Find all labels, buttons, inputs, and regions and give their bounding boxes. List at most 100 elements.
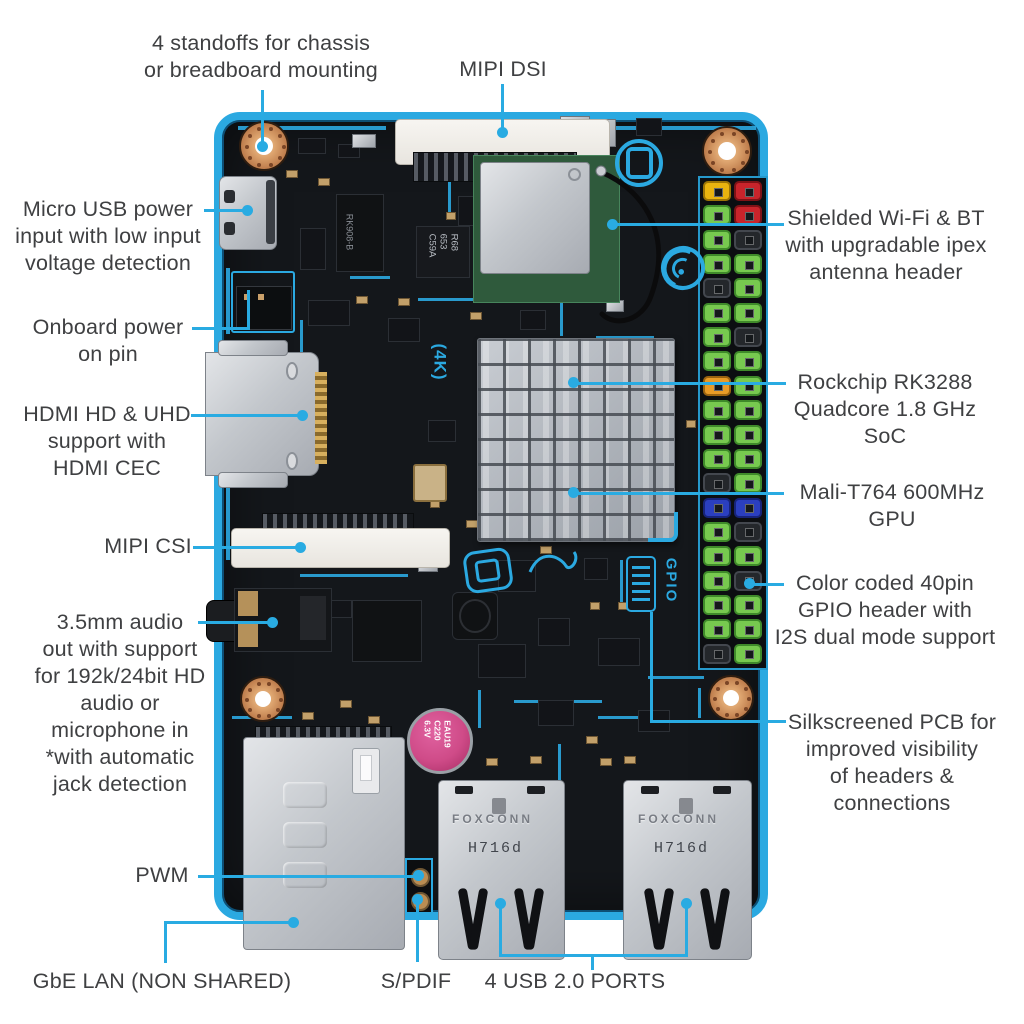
gpio-pin-green <box>734 375 762 396</box>
audio-jack-contact <box>238 622 258 647</box>
usb-model-left: H716d <box>468 840 524 857</box>
leader-wifi <box>612 223 784 226</box>
crystal-oscillator <box>413 464 447 502</box>
smd-passive <box>368 716 380 724</box>
smd-passive <box>530 756 542 764</box>
label-silkscreen: Silkscreened PCB for improved visibility… <box>787 710 997 815</box>
leader-gbe-h <box>164 921 294 924</box>
gpio-pin-green <box>703 400 731 421</box>
label-audio: 3.5mm audio out with support for 192k/24… <box>34 610 206 796</box>
usb-slot <box>641 786 659 794</box>
usb-slot <box>527 786 545 794</box>
silkscreen-trace <box>620 560 623 606</box>
silkscreen-trace <box>598 716 640 719</box>
electrolytic-capacitor: EAU19 C220 6.3V <box>407 708 473 774</box>
smd-passive <box>398 298 410 306</box>
leader-soc <box>573 382 786 385</box>
gpio-pin-black <box>734 229 762 250</box>
gpio-pin-black <box>734 327 762 348</box>
leader-pwm <box>198 875 419 878</box>
wifi-shield-hole <box>568 168 581 181</box>
label-mipi-csi: MIPI CSI <box>104 534 192 558</box>
silkscreen-trace <box>300 320 303 360</box>
gpio-pin-green <box>734 546 762 567</box>
leader-usb-stub <box>591 954 594 970</box>
gpio-pin-green <box>703 205 731 226</box>
leader-dot-gbe <box>288 917 299 928</box>
silkscreen-trace <box>238 126 386 130</box>
lan-emboss <box>283 822 327 848</box>
leader-gpio <box>749 583 784 586</box>
label-standoffs: 4 standoffs for chassis or breadboard mo… <box>144 31 378 82</box>
leader-dot-mipi-csi <box>295 542 306 553</box>
leader-dot-soc <box>568 377 579 388</box>
usb-slot <box>455 786 473 794</box>
gpio-pin-orange <box>703 375 731 396</box>
leader-silkscreen-h <box>650 720 786 723</box>
gpio-pin-green <box>703 594 731 615</box>
leader-onboard-power <box>192 327 250 330</box>
smd-passive <box>586 736 598 744</box>
lan-emboss <box>283 782 327 808</box>
usb-model-right: H716d <box>654 840 710 857</box>
silkscreen-trace <box>596 336 654 339</box>
usb-slot <box>713 786 731 794</box>
smd-passive <box>686 420 696 428</box>
leader-mipi-dsi <box>501 84 504 132</box>
leader-audio <box>198 621 273 624</box>
hdmi-pins <box>315 372 327 464</box>
smd-passive <box>486 758 498 766</box>
smd-chip <box>538 618 570 646</box>
leader-gbe-v <box>164 921 167 963</box>
smd-chip <box>598 638 640 666</box>
leader-hdmi <box>191 414 303 417</box>
usb-latch <box>679 798 693 814</box>
silkscreen-trace <box>226 268 230 334</box>
smd-chip <box>478 644 526 678</box>
gpio-pin-green <box>734 351 762 372</box>
leader-usb-v-right <box>685 903 688 957</box>
gpio-pin-blue <box>703 497 731 518</box>
pmic-chip: RK908-B <box>336 194 384 272</box>
gpio-pin-green <box>703 619 731 640</box>
power-on-pin-connector <box>236 286 292 330</box>
leader-spdif <box>416 899 419 962</box>
smd-chip <box>300 228 326 270</box>
leader-dot-audio <box>267 617 278 628</box>
smd-chip <box>330 600 352 618</box>
gpio-pin-green <box>703 351 731 372</box>
standoff-hole-top-left <box>239 121 289 171</box>
silkscreen-trace <box>418 298 496 301</box>
gpio-pin-green <box>703 254 731 275</box>
gpio-pin-black <box>703 473 731 494</box>
label-onboard-power: Onboard power on pin <box>32 315 184 366</box>
leader-dot-gpio <box>744 578 755 589</box>
gpio-pin-green <box>734 302 762 323</box>
leader-dot-micro-usb <box>242 205 253 216</box>
pmic-marking: RK908-B <box>344 213 355 251</box>
smd-passive <box>600 758 612 766</box>
label-micro-usb: Micro USB power input with low input vol… <box>15 197 201 275</box>
gpio-pin-green <box>734 424 762 445</box>
gpio-pin-green <box>734 278 762 299</box>
label-pwm: PWM <box>135 863 189 887</box>
gpio-pin-green <box>703 327 731 348</box>
gpio-pin-black <box>703 643 731 664</box>
leader-mipi-csi <box>193 546 301 549</box>
gpio-pin-green <box>734 448 762 469</box>
gpio-pin-green <box>734 619 762 640</box>
smd-chip <box>498 560 536 592</box>
hdmi-tab <box>218 472 288 488</box>
leader-standoffs <box>261 90 264 147</box>
smd-passive <box>590 602 600 610</box>
label-wifi: Shielded Wi-Fi & BT with upgradable ipex… <box>785 206 987 284</box>
audio-jack-contact <box>238 591 258 616</box>
leader-dot-gpu <box>568 487 579 498</box>
silkscreen-pin-diagram <box>626 556 656 612</box>
smd-chip <box>538 700 574 726</box>
silkscreen-trace <box>448 178 451 214</box>
power-pin <box>258 294 264 300</box>
usb-latch <box>492 798 506 814</box>
label-hdmi: HDMI HD & UHD support with HDMI CEC <box>23 402 191 480</box>
